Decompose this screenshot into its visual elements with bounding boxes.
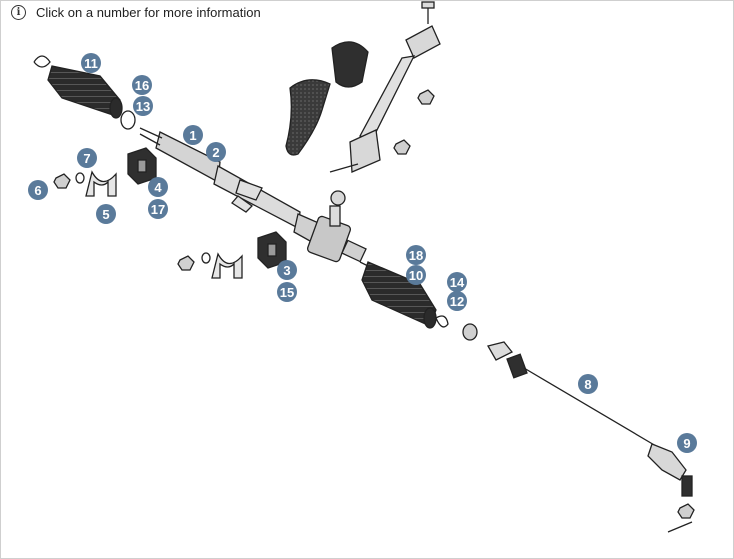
column-boot-part — [285, 41, 369, 156]
callout-17[interactable]: 17 — [148, 199, 168, 219]
callout-11[interactable]: 11 — [81, 53, 101, 73]
callout-5[interactable]: 5 — [96, 204, 116, 224]
right-nut-part — [177, 255, 195, 271]
callout-4[interactable]: 4 — [148, 177, 168, 197]
svg-text:10: 10 — [409, 268, 423, 283]
svg-text:17: 17 — [151, 202, 165, 217]
svg-text:1: 1 — [189, 128, 196, 143]
svg-text:5: 5 — [102, 207, 109, 222]
svg-text:15: 15 — [280, 285, 294, 300]
instruction-hint: i Click on a number for more information — [11, 5, 261, 20]
left-bellows-boot-part — [33, 55, 123, 119]
callout-10[interactable]: 10 — [406, 265, 426, 285]
callout-layer: 1 2 3 4 5 6 7 8 9 10 11 12 13 14 15 16 1… — [28, 53, 697, 453]
right-bellows-boot-part — [361, 261, 449, 329]
left-mount-bushing-part — [127, 147, 157, 185]
svg-text:7: 7 — [83, 151, 90, 166]
svg-text:3: 3 — [283, 263, 290, 278]
callout-16[interactable]: 16 — [132, 75, 152, 95]
info-icon: i — [11, 5, 26, 20]
svg-text:12: 12 — [450, 294, 464, 309]
svg-text:14: 14 — [450, 275, 465, 290]
boot-clamp-ring-part — [120, 110, 136, 130]
left-nut-part — [53, 173, 71, 189]
right-mount-bracket-part — [211, 252, 243, 279]
callout-18[interactable]: 18 — [406, 245, 426, 265]
callout-6[interactable]: 6 — [28, 180, 48, 200]
callout-3[interactable]: 3 — [277, 260, 297, 280]
svg-text:4: 4 — [154, 180, 162, 195]
callout-12[interactable]: 12 — [447, 291, 467, 311]
right-washer-part — [201, 252, 211, 264]
left-washer-part — [75, 172, 85, 184]
svg-text:11: 11 — [84, 56, 98, 71]
pinion-housing-part — [307, 190, 367, 263]
tie-rod-end-part — [647, 443, 695, 533]
callout-1[interactable]: 1 — [183, 125, 203, 145]
svg-text:6: 6 — [34, 183, 41, 198]
callout-9[interactable]: 9 — [677, 433, 697, 453]
svg-text:2: 2 — [212, 145, 219, 160]
callout-15[interactable]: 15 — [277, 282, 297, 302]
svg-text:9: 9 — [683, 436, 690, 451]
tie-rod-part — [462, 323, 657, 447]
svg-text:18: 18 — [409, 248, 423, 263]
left-mount-bracket-part — [85, 170, 117, 197]
svg-text:8: 8 — [584, 377, 591, 392]
callout-14[interactable]: 14 — [447, 272, 467, 292]
callout-8[interactable]: 8 — [578, 374, 598, 394]
callout-7[interactable]: 7 — [77, 148, 97, 168]
svg-text:13: 13 — [136, 99, 150, 114]
steering-column-shaft-part — [329, 1, 441, 173]
callout-2[interactable]: 2 — [206, 142, 226, 162]
callout-13[interactable]: 13 — [133, 96, 153, 116]
hint-text: Click on a number for more information — [36, 5, 261, 20]
svg-text:16: 16 — [135, 78, 149, 93]
